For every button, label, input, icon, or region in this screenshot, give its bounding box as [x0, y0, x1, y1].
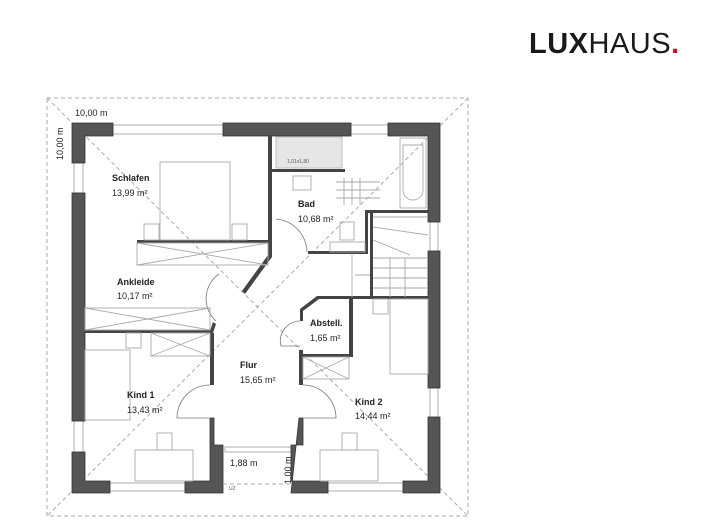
room-name: Schlafen — [112, 173, 150, 183]
exterior-walls — [71, 122, 441, 494]
shower-size: 1,01x1,80 — [287, 159, 309, 165]
room-bad: Bad 10,68 m² — [298, 199, 334, 224]
room-name: Abstell. — [310, 318, 343, 328]
balcony-marker: UZ — [229, 486, 236, 492]
room-kind-1: Kind 1 13,43 m² — [127, 390, 163, 415]
room-schlafen: Schlafen 13,99 m² — [112, 173, 150, 198]
windows — [73, 124, 439, 492]
room-area: 10,17 m² — [117, 291, 153, 301]
room-name: Kind 2 — [355, 397, 383, 407]
room-name: Ankleide — [117, 277, 155, 287]
room-kind-2: Kind 2 14,44 m² — [355, 397, 391, 421]
room-area: 13,43 m² — [127, 405, 163, 415]
room-abstell: Abstell. 1,65 m² — [310, 318, 343, 343]
roof-outline — [46, 97, 469, 517]
luxhaus-logo: LUXHAUS. — [529, 28, 680, 60]
width-dimension: 10,00 m — [75, 108, 108, 118]
room-area: 15,65 m² — [240, 375, 276, 385]
depth-dimension: 10,00 m — [55, 127, 65, 160]
doors — [176, 218, 337, 419]
room-name: Kind 1 — [127, 390, 155, 400]
furniture — [84, 136, 429, 485]
room-area: 14,44 m² — [355, 411, 391, 421]
room-ankleide: Ankleide 10,17 m² — [117, 277, 155, 301]
room-flur: Flur 15,65 m² — [240, 360, 276, 385]
room-name: Bad — [298, 199, 315, 209]
room-area: 10,68 m² — [298, 214, 334, 224]
room-name: Flur — [240, 360, 257, 370]
room-area: 13,99 m² — [112, 188, 148, 198]
balcony-depth-dimension: 1,00 m — [283, 456, 293, 484]
room-area: 1,65 m² — [310, 333, 341, 343]
balcony-width-dimension: 1,88 m — [230, 458, 258, 468]
